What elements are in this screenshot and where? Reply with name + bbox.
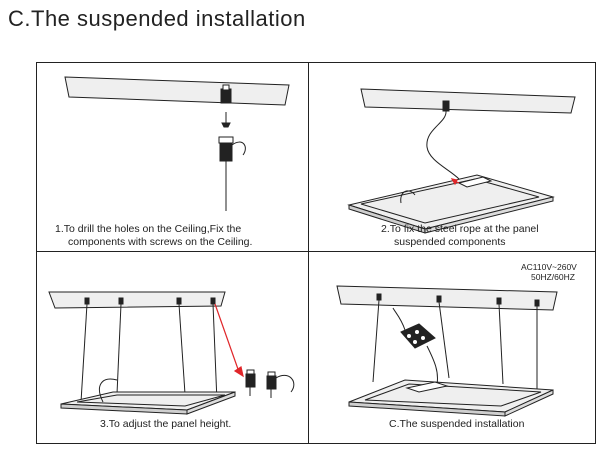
step-2-illustration: [347, 88, 576, 234]
terminal-connector: [400, 323, 436, 349]
screw-icon: [221, 112, 231, 128]
step-4-caption: C.The suspended installation: [389, 418, 525, 430]
adjust-arrow: [214, 303, 244, 378]
suspension-ropes: [80, 297, 218, 403]
attachment-arrow: [450, 178, 460, 186]
installation-steps-grid: 1.To drill the holes on the Ceiling,Fix …: [36, 62, 596, 444]
page-title: C.The suspended installation: [8, 6, 306, 31]
step-3-illustration: [48, 291, 295, 415]
steel-rope: [426, 110, 460, 180]
step-2-caption-line1: 2.To fix the steel rope at the panel: [381, 223, 539, 235]
power-wire-to-driver: [426, 345, 438, 385]
suspension-ropes: [372, 293, 540, 390]
step-1-caption-line1: 1.To drill the holes on the Ceiling,Fix …: [55, 223, 242, 235]
power-wire: [392, 307, 406, 331]
ceiling-fixing-component: [220, 88, 232, 104]
grid-divider-vertical: [308, 63, 309, 443]
led-panel: [348, 379, 554, 417]
step-2-caption-line2: suspended components: [394, 236, 506, 248]
power-spec-frequency: 50HZ/60HZ: [531, 272, 575, 282]
step-2-panel: 2.To fix the steel rope at the panel sus…: [309, 63, 596, 251]
cable-holder-component: [218, 136, 246, 211]
step-1-panel: 1.To drill the holes on the Ceiling,Fix …: [37, 63, 308, 251]
led-panel: [60, 391, 236, 415]
ceiling-strip: [48, 291, 226, 309]
ceiling-strip: [360, 88, 576, 114]
step-4-illustration: [336, 285, 558, 417]
power-spec-voltage: AC110V~260V: [521, 262, 577, 272]
power-wire: [400, 190, 416, 204]
power-wire: [99, 378, 118, 403]
step-3-panel: 3.To adjust the panel height.: [37, 252, 308, 444]
ceiling-strip: [336, 285, 558, 311]
driver-box: [405, 381, 449, 393]
height-adjuster-detail: [245, 369, 295, 398]
step-1-caption-line2: components with screws on the Ceiling.: [68, 236, 253, 248]
step-1-illustration: [64, 76, 290, 211]
led-panel: [347, 174, 555, 234]
step-4-panel: AC110V~260V 50HZ/60HZ C.The suspended in…: [309, 252, 596, 444]
grid-divider-horizontal: [37, 251, 595, 252]
step-3-caption: 3.To adjust the panel height.: [100, 418, 232, 430]
driver-box: [457, 176, 493, 188]
ceiling-strip: [64, 76, 290, 106]
